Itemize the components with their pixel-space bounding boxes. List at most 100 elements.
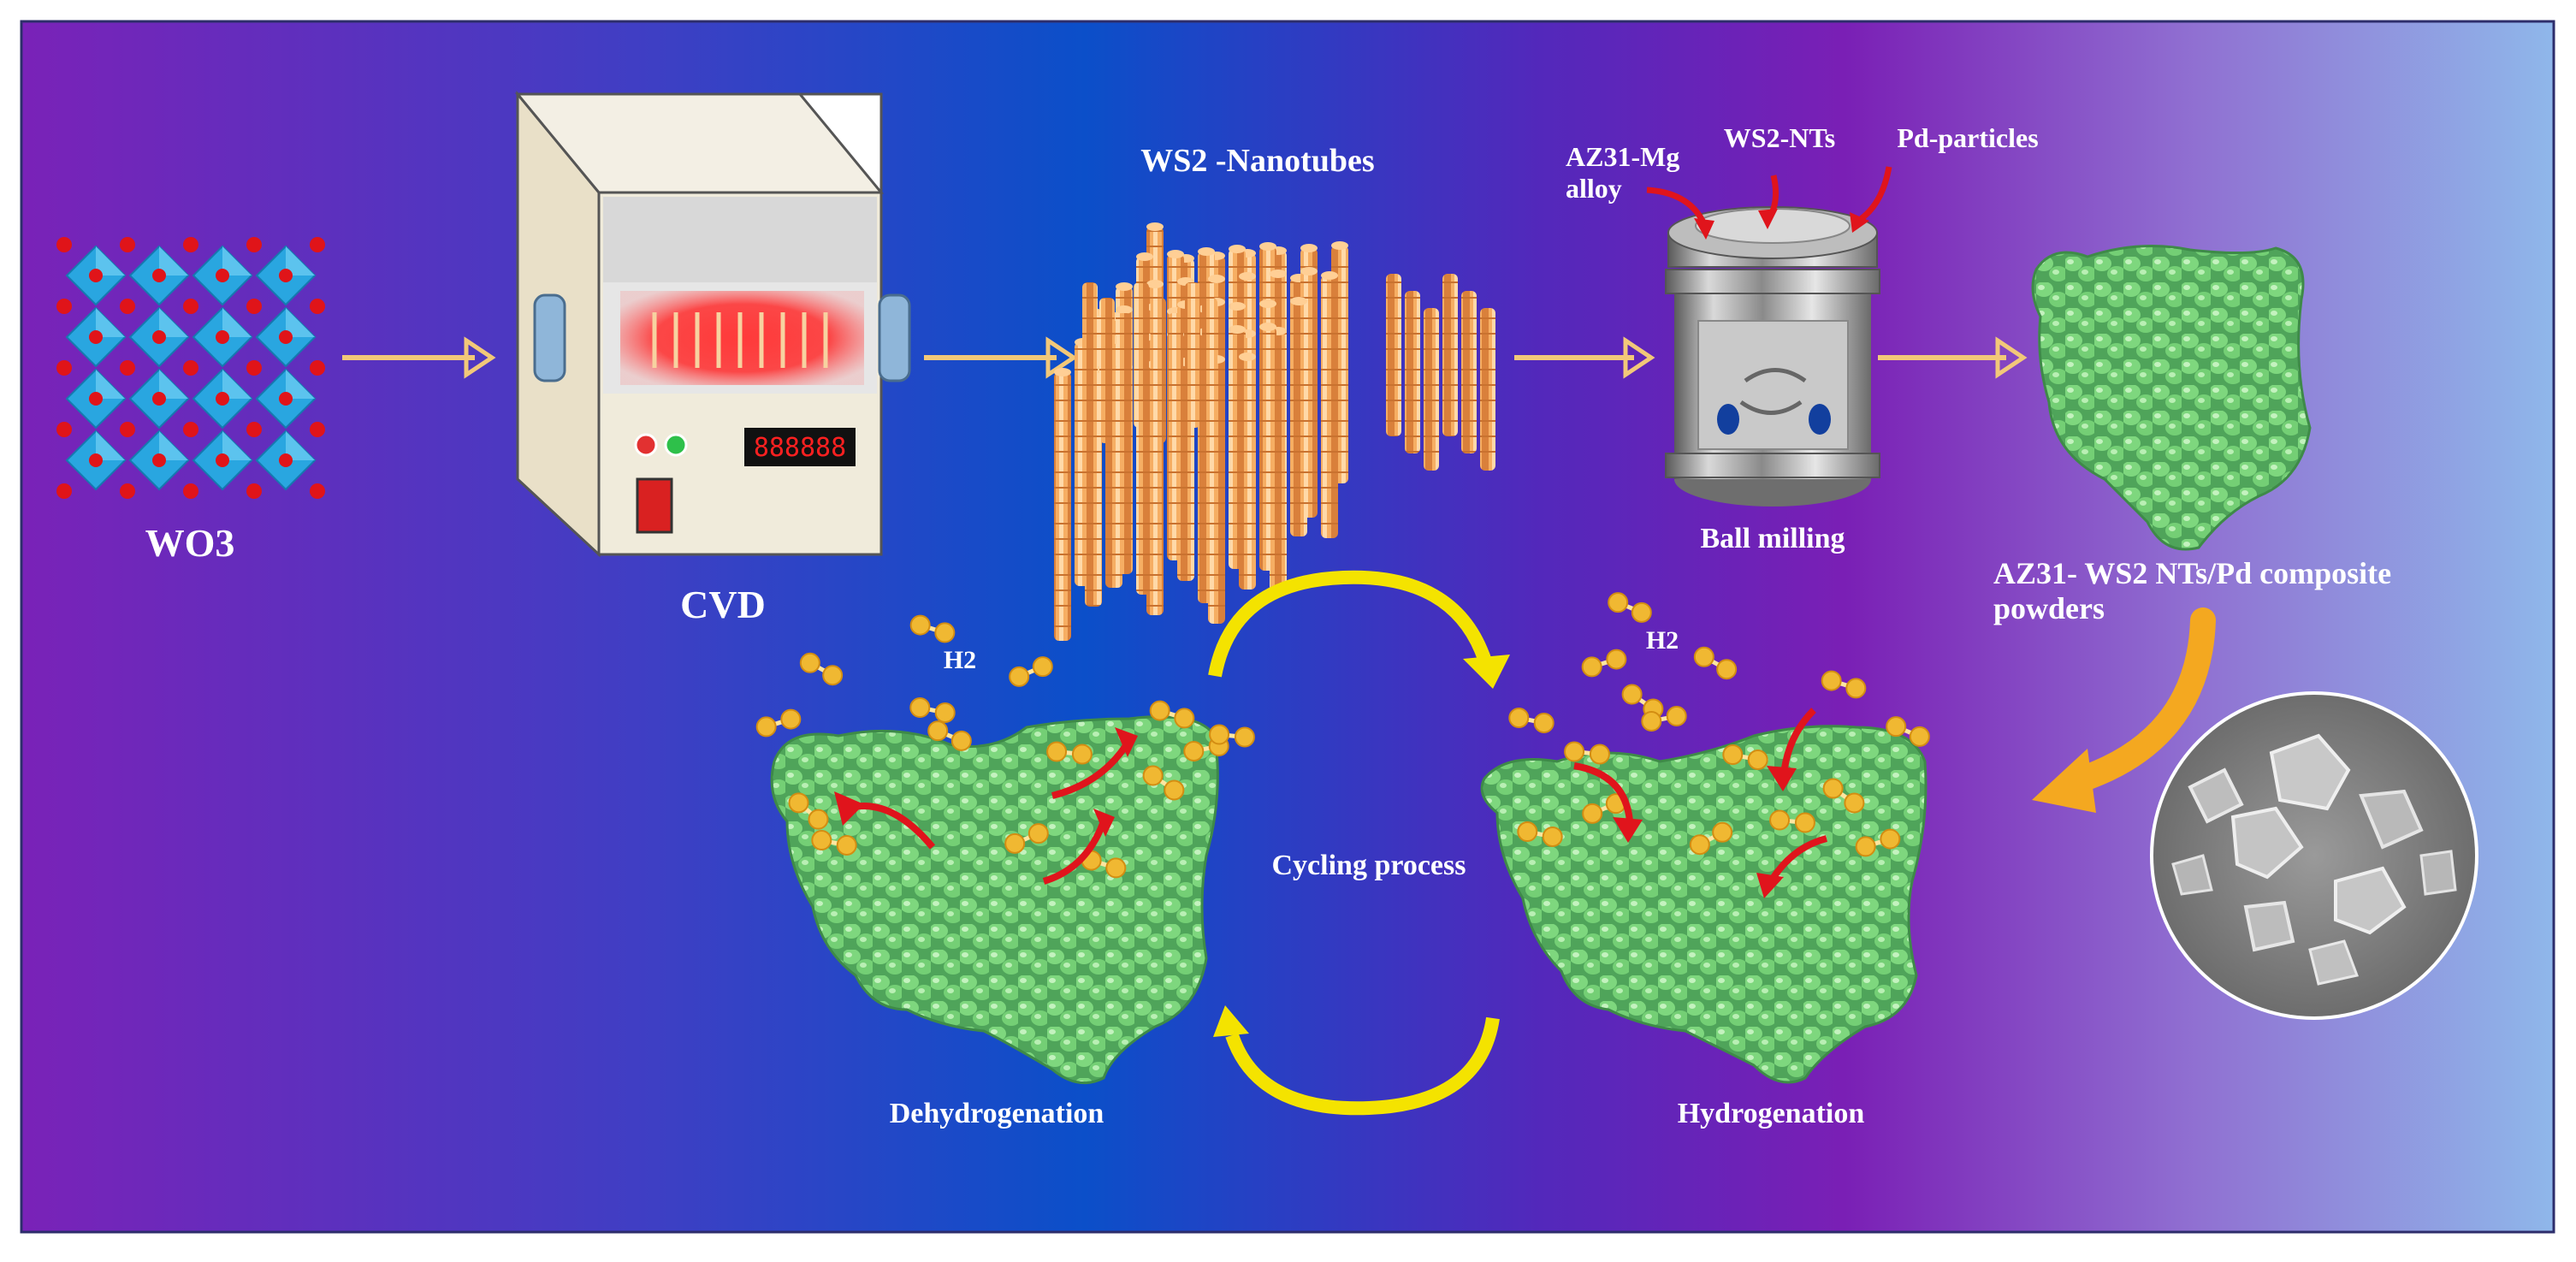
h2-molecule bbox=[788, 792, 829, 830]
oxygen-atom bbox=[56, 360, 72, 376]
octahedron bbox=[192, 306, 253, 368]
nanotube bbox=[1239, 353, 1256, 590]
h2-molecule bbox=[1508, 708, 1554, 733]
nanotube bbox=[1386, 274, 1401, 436]
h2-molecule bbox=[799, 652, 844, 686]
nanotube bbox=[1202, 298, 1217, 443]
h2-molecule bbox=[909, 697, 956, 723]
octahedron bbox=[128, 245, 190, 306]
composite-powders-label: AZ31- WS2 NTs/Pd composite powders bbox=[1993, 556, 2392, 626]
h2-molecule bbox=[1722, 744, 1768, 770]
oxygen-atom bbox=[246, 422, 262, 437]
cycle-arrow-top bbox=[1208, 570, 1510, 689]
flow-arrow-1 bbox=[342, 336, 496, 379]
h2-molecule bbox=[1886, 716, 1930, 747]
tube-end-left bbox=[533, 293, 566, 382]
power-on-button bbox=[664, 433, 688, 457]
octahedron bbox=[255, 368, 317, 430]
h2-molecule bbox=[1641, 706, 1687, 732]
cycling-process-label: Cycling process bbox=[1272, 850, 1466, 881]
input-arrowheads bbox=[1694, 209, 1869, 240]
h2-molecule bbox=[1693, 646, 1738, 680]
milling-ball-right bbox=[1809, 404, 1831, 435]
nanotube bbox=[1424, 308, 1439, 471]
octahedron bbox=[255, 245, 317, 306]
hydrogen-molecules bbox=[755, 592, 1930, 879]
octahedron bbox=[65, 368, 127, 430]
background-panel bbox=[20, 20, 2555, 1234]
oxygen-atom bbox=[56, 422, 72, 437]
h2-molecule bbox=[811, 830, 857, 856]
wo3-label: WO3 bbox=[145, 521, 235, 565]
octahedron bbox=[192, 368, 253, 430]
transfer-arrow bbox=[2032, 607, 2216, 813]
oxygen-atom bbox=[56, 237, 72, 252]
oxygen-atom bbox=[183, 237, 198, 252]
oxygen-atom bbox=[120, 299, 135, 314]
nanotube bbox=[1480, 308, 1495, 471]
octahedron bbox=[128, 368, 190, 430]
nanotube bbox=[1082, 282, 1098, 428]
digital-display bbox=[744, 428, 856, 466]
ball-milling-label: Ball milling bbox=[1700, 523, 1845, 554]
h2-right-label: H2 bbox=[1646, 626, 1679, 655]
tube-end-right bbox=[878, 293, 911, 382]
nanotube bbox=[1099, 298, 1115, 443]
hydrogenation-label: Hydrogenation bbox=[1678, 1098, 1865, 1129]
octahedron bbox=[255, 306, 317, 368]
rocker-switch bbox=[636, 477, 673, 534]
oxygen-atom bbox=[310, 237, 325, 252]
nanotube bbox=[1290, 297, 1307, 536]
composite-powder-cluster bbox=[2031, 245, 2312, 551]
oxygen-atom bbox=[56, 299, 72, 314]
oxygen-atom bbox=[183, 299, 198, 314]
absorption-arrowheads bbox=[1613, 766, 1797, 898]
ws2-nanotube-array bbox=[1054, 222, 1495, 641]
ws2-nts-label: WS2-NTs bbox=[1724, 122, 1835, 153]
nanotube bbox=[1151, 298, 1166, 443]
sem-micrograph bbox=[2150, 691, 2478, 1020]
oxygen-atom bbox=[310, 422, 325, 437]
oxygen-atom bbox=[56, 483, 72, 499]
display-digits: 888888 bbox=[754, 433, 846, 463]
cvd-label: CVD bbox=[680, 583, 766, 626]
h2-molecule bbox=[927, 720, 972, 751]
az31-mg-alloy-label: AZ31-Mg alloy bbox=[1566, 141, 1680, 204]
wo3-lattice bbox=[56, 237, 325, 499]
octahedron bbox=[192, 430, 253, 491]
nanotube bbox=[1116, 313, 1132, 459]
oxygen-atom bbox=[120, 483, 135, 499]
h2-molecule bbox=[1004, 823, 1049, 854]
milling-ball-left bbox=[1717, 404, 1739, 435]
desorption-arrowheads bbox=[834, 727, 1138, 837]
h2-molecule bbox=[1009, 656, 1053, 687]
oxygen-atom bbox=[120, 360, 135, 376]
oxygen-atom bbox=[246, 237, 262, 252]
heating-rods bbox=[652, 312, 828, 368]
h2-molecule bbox=[755, 708, 802, 738]
octahedron bbox=[192, 245, 253, 306]
oxygen-atom bbox=[183, 483, 198, 499]
octahedron bbox=[128, 430, 190, 491]
absorption-arrows bbox=[1573, 708, 1828, 884]
oxygen-atom bbox=[120, 422, 135, 437]
octahedron bbox=[65, 245, 127, 306]
h2-molecule bbox=[1209, 724, 1255, 748]
nanotube bbox=[1168, 313, 1183, 459]
nanotube bbox=[1405, 291, 1420, 453]
nanotube bbox=[1185, 282, 1200, 428]
h2-molecule bbox=[1769, 809, 1815, 833]
power-off-button bbox=[634, 433, 658, 457]
oxygen-atom bbox=[310, 360, 325, 376]
oxygen-atom bbox=[246, 483, 262, 499]
oxygen-atom bbox=[310, 483, 325, 499]
pd-particles-label: Pd-particles bbox=[1897, 122, 2038, 153]
octahedron bbox=[128, 306, 190, 368]
h2-molecule bbox=[1564, 741, 1610, 765]
flow-arrow-4 bbox=[1878, 336, 2028, 379]
oxygen-atom bbox=[310, 299, 325, 314]
nanotube bbox=[1442, 274, 1458, 436]
h2-molecule bbox=[1517, 821, 1563, 847]
flow-arrow-2 bbox=[924, 336, 1078, 379]
h2-molecule bbox=[1855, 828, 1901, 857]
